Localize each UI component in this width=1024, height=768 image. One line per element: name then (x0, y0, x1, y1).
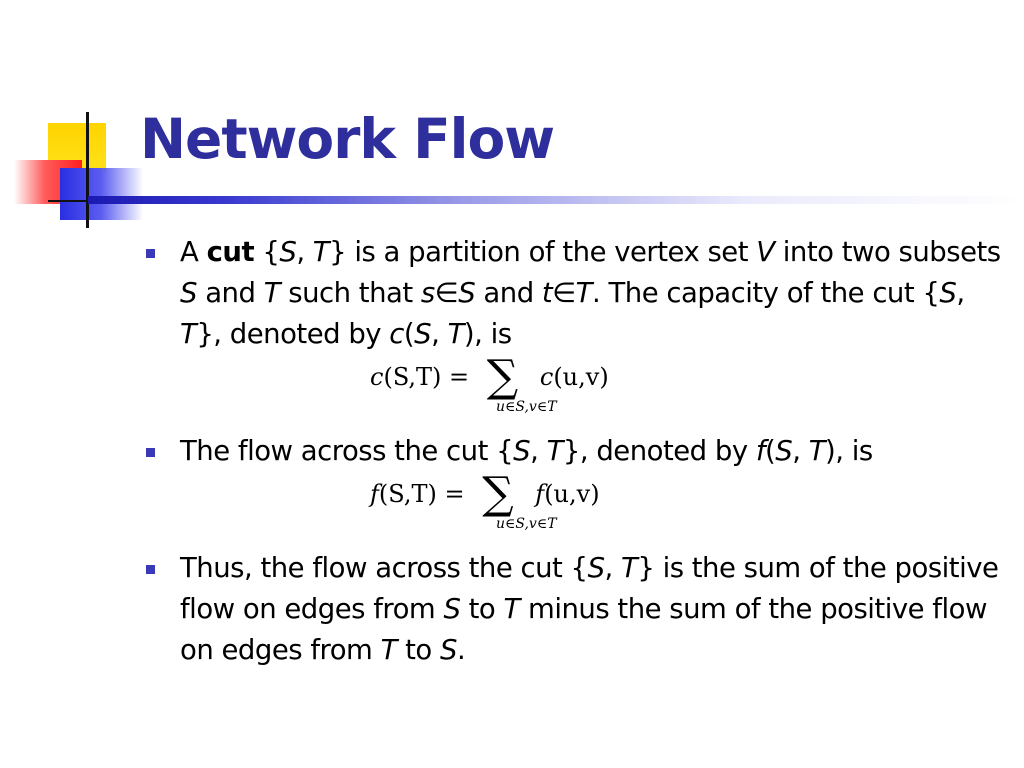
var-T: T (380, 634, 398, 666)
text-run: and (475, 277, 542, 309)
var-c: c (389, 318, 404, 350)
text-run: ( (765, 435, 776, 467)
title-underline-rule (88, 196, 1024, 204)
var-S: S (458, 277, 476, 309)
equation-flow: f(S,T) = ∑ f(u,v) u∈S,v∈T (146, 468, 1006, 548)
var-T: T (621, 552, 638, 584)
slide-title: Network Flow (140, 107, 555, 171)
var-T: T (447, 318, 465, 350)
text-run: } is a partition of the vertex set (329, 236, 757, 268)
var-T: T (808, 435, 826, 467)
text-run: . (456, 634, 466, 666)
eq-rhs-function: c (539, 363, 554, 391)
text-run: ), is (825, 435, 873, 467)
text-run: { (254, 236, 280, 268)
var-T: T (180, 318, 197, 350)
var-S: S (587, 552, 605, 584)
eq-lhs-function: f (370, 480, 379, 508)
square-bullet-icon (146, 448, 155, 457)
text-run: such that (280, 277, 421, 309)
eq-lhs-args: (S,T) (383, 363, 442, 391)
text-run: into two subsets (774, 236, 1001, 268)
eq-rhs-args: (u,v) (553, 363, 609, 391)
eq-lhs-args: (S,T) (378, 480, 437, 508)
bullet-text: Thus, the flow across the cut {S, T} is … (180, 552, 999, 666)
var-S: S (279, 236, 297, 268)
element-of-symbol: ∈ (434, 277, 459, 309)
var-S: S (775, 435, 793, 467)
text-run: The flow across the cut { (180, 435, 514, 467)
text-run: and (196, 277, 264, 309)
term-cut: cut (206, 236, 255, 268)
text-run: , (530, 435, 547, 467)
decorative-logo-icon (0, 0, 150, 240)
logo-vertical-line (86, 112, 89, 228)
var-t: t (541, 277, 553, 309)
var-f: f (755, 435, 766, 467)
text-run: to (396, 634, 440, 666)
summation-icon: ∑ (482, 468, 514, 519)
summation-icon: ∑ (486, 351, 519, 402)
var-S: S (439, 634, 457, 666)
var-S: S (414, 318, 432, 350)
equation-capacity: c(S,T) = ∑ c(u,v) u∈S,v∈T (146, 351, 1006, 431)
text-run: , (956, 277, 965, 309)
var-S: S (513, 435, 531, 467)
eq-summation-subscript: u∈S,v∈T (496, 399, 557, 415)
text-run: minus the sum of the positive flow on ed… (180, 593, 987, 666)
var-T: T (575, 277, 593, 309)
square-bullet-icon (146, 565, 155, 574)
var-T: T (312, 236, 330, 268)
eq-equals: = (449, 363, 470, 391)
var-T: T (546, 435, 564, 467)
bullet-flow-across-cut: The flow across the cut {S, T}, denoted … (146, 431, 1006, 472)
equation-row: c(S,T) = ∑ c(u,v) (370, 351, 609, 402)
var-s: s (420, 277, 435, 309)
var-S: S (443, 593, 461, 625)
element-of-symbol: ∈ (552, 277, 576, 309)
text-run: ( (403, 318, 415, 350)
text-run: }, denoted by (196, 318, 390, 350)
text-run: . The capacity of the cut { (591, 277, 940, 309)
var-T: T (503, 593, 521, 625)
eq-lhs-function: c (370, 363, 384, 391)
slide-content: A cut {S, T} is a partition of the verte… (146, 232, 1006, 671)
text-run: Thus, the flow across the cut { (180, 552, 588, 584)
text-run: }, denoted by (562, 435, 756, 467)
eq-equals: = (444, 480, 465, 508)
text-run: , (604, 552, 622, 584)
bullet-flow-sum: Thus, the flow across the cut {S, T} is … (146, 548, 1006, 671)
square-bullet-icon (146, 249, 155, 258)
equation-row: f(S,T) = ∑ f(u,v) (370, 468, 600, 519)
eq-summation-subscript: u∈S,v∈T (496, 516, 557, 532)
logo-horizontal-line (48, 200, 108, 202)
var-V: V (756, 236, 775, 268)
text-run: ), is (463, 318, 512, 350)
eq-rhs-function: f (535, 480, 545, 508)
eq-rhs-args: (u,v) (544, 480, 600, 508)
var-S: S (180, 277, 197, 309)
text-run: A (180, 236, 207, 268)
bullet-text: The flow across the cut {S, T}, denoted … (180, 435, 873, 467)
text-run: , (792, 435, 809, 467)
bullet-cut-definition: A cut {S, T} is a partition of the verte… (146, 232, 1006, 355)
text-run: , (431, 318, 448, 350)
text-run: } is the sum of the positive flow on edg… (180, 552, 999, 625)
text-run: , (296, 236, 313, 268)
var-S: S (939, 277, 957, 309)
text-run: to (460, 593, 504, 625)
logo-blue-square (60, 168, 142, 220)
bullet-text: A cut {S, T} is a partition of the verte… (180, 236, 1001, 350)
var-T: T (263, 277, 281, 309)
